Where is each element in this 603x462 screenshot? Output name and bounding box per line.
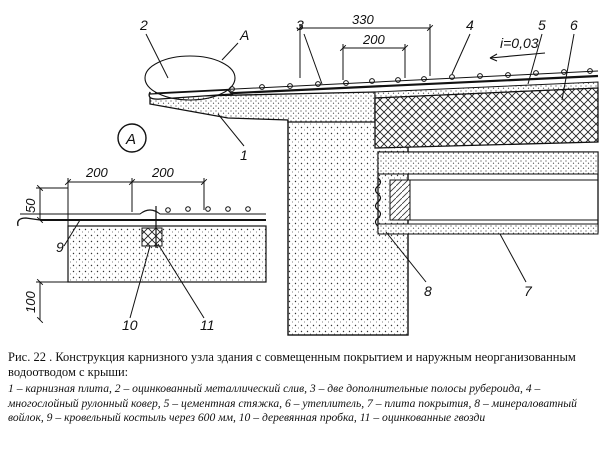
- gravel-dressing: [229, 68, 593, 92]
- caption-title: Рис. 22 . Конструкция карнизного узла зд…: [8, 350, 598, 380]
- mineral-wool-felt: [374, 177, 382, 227]
- dim-200-right-label: 200: [151, 165, 174, 180]
- label-8: 8: [424, 283, 432, 299]
- caption-number: 22: [33, 350, 46, 364]
- figure-caption: Рис. 22 . Конструкция карнизного узла зд…: [8, 350, 598, 426]
- metal-drip: [148, 89, 234, 100]
- detail-marker: [117, 123, 147, 153]
- dim-200-left-label: 200: [85, 165, 108, 180]
- label-5: 5: [538, 17, 546, 33]
- caption-title-text: . Конструкция карнизного узла здания с с…: [8, 350, 576, 379]
- caption-label: Рис.: [8, 350, 31, 364]
- wooden-plug: [141, 227, 163, 247]
- label-2: 2: [139, 17, 148, 33]
- dim-50-label: 50: [23, 198, 38, 213]
- eaves-detail-drawing: A 330 200 i=0,03 2 3 4 5 6 1 8 7 A: [17, 12, 599, 336]
- dim-200-top-label: 200: [362, 32, 385, 47]
- label-3: 3: [296, 17, 304, 33]
- label-7: 7: [524, 283, 533, 299]
- label-9: 9: [56, 239, 64, 255]
- label-1: 1: [240, 147, 248, 163]
- dimension-330: [296, 24, 434, 78]
- insulation: [374, 87, 599, 149]
- detail-drip-hook: [17, 217, 41, 227]
- label-6: 6: [570, 17, 578, 33]
- slope-label: i=0,03: [500, 35, 539, 51]
- detail-marker-letter: A: [125, 131, 136, 148]
- callout-letter: A: [239, 27, 249, 43]
- dimension-200-top: [339, 44, 409, 80]
- dim-330-label: 330: [352, 12, 374, 27]
- caption-legend: 1 – карнизная плита, 2 – оцинкованный ме…: [8, 382, 577, 424]
- label-11: 11: [200, 317, 215, 333]
- dim-100-label: 100: [23, 291, 38, 313]
- label-4: 4: [466, 17, 474, 33]
- callout-ellipse: [144, 55, 236, 101]
- detail-slab: [67, 225, 267, 283]
- label-10: 10: [122, 317, 138, 333]
